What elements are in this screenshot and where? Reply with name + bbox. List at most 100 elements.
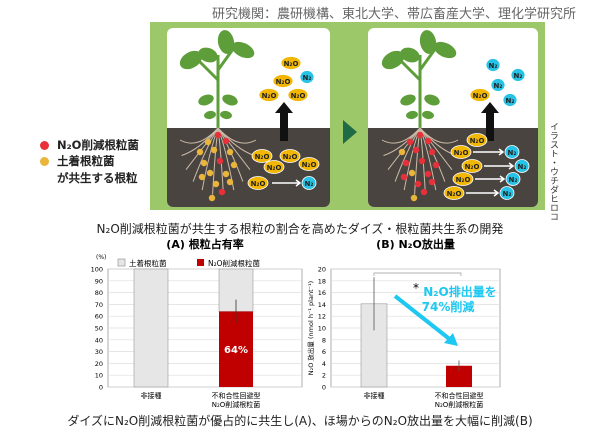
yellow-nodule bbox=[204, 138, 212, 146]
leaf bbox=[400, 47, 420, 63]
molecule-bubble bbox=[504, 145, 520, 159]
y-tick-label: 16 bbox=[318, 289, 326, 297]
red-nodule bbox=[218, 188, 226, 196]
molecule-bubble bbox=[247, 176, 269, 190]
red-nodule bbox=[406, 138, 414, 146]
root bbox=[419, 127, 453, 171]
x-tick-label: N₂O削減根粒菌 bbox=[212, 400, 261, 409]
annotation-line1: N₂O排出量を bbox=[423, 284, 497, 299]
y-tick-label: 0 bbox=[322, 384, 326, 392]
molecule-label: N₂O bbox=[267, 164, 282, 172]
y-tick-label: 10 bbox=[318, 325, 326, 333]
y-tick-label: 30 bbox=[95, 348, 103, 356]
conversion-arrow-icon bbox=[473, 148, 505, 156]
y-tick-label: 8 bbox=[322, 336, 326, 344]
leaf bbox=[422, 110, 434, 120]
significance-marker: * bbox=[413, 281, 419, 295]
legend-swatch-native bbox=[117, 258, 126, 267]
yellow-nodule bbox=[210, 146, 218, 154]
molecule-label: N₂ bbox=[509, 176, 518, 184]
y-tick-label: 20 bbox=[95, 360, 103, 368]
n2-molecule: N₂ bbox=[510, 68, 526, 82]
n2o-molecule: N₂O bbox=[279, 149, 301, 163]
n2o-molecule: N₂O bbox=[450, 145, 472, 159]
conversion-arrow-icon bbox=[466, 189, 500, 197]
bar bbox=[446, 365, 472, 387]
y-tick-label: 100 bbox=[91, 266, 103, 274]
molecule-bubble bbox=[502, 93, 518, 107]
yellow-nodule bbox=[230, 161, 238, 169]
n2o-molecule: N₂O bbox=[469, 88, 491, 102]
x-tick-label: 不和合性回避型 bbox=[435, 391, 484, 400]
legend-suffix: が共生する根粒 bbox=[57, 171, 138, 185]
n2o-molecule: N₂O bbox=[287, 88, 309, 102]
red-dot-icon bbox=[40, 141, 49, 150]
y-tick-label: 4 bbox=[322, 360, 326, 368]
molecule-bubble bbox=[272, 74, 294, 88]
n2-molecule: N₂ bbox=[505, 172, 521, 186]
legend-yellow-label: 土着根粒菌 bbox=[57, 154, 115, 168]
molecule-bubble bbox=[298, 157, 320, 171]
n2o-molecule: N₂O bbox=[263, 160, 285, 174]
legend-label-n2o: N₂O削減根粒菌 bbox=[208, 258, 261, 268]
leaf bbox=[424, 94, 440, 106]
conversion-arrow-icon bbox=[475, 175, 506, 183]
y-tick-label: 40 bbox=[95, 336, 103, 344]
red-nodule bbox=[420, 188, 428, 196]
leaf bbox=[198, 94, 214, 106]
leaf bbox=[406, 110, 418, 120]
molecule-label: N₂ bbox=[494, 82, 503, 90]
y-tick-label: 2 bbox=[322, 372, 326, 380]
organizations-credit: 研究機関：農研機構、東北大学、帯広畜産大学、理化学研究所 bbox=[211, 7, 576, 22]
red-nodule bbox=[412, 146, 420, 154]
red-nodule bbox=[424, 137, 432, 145]
y-tick-label: 90 bbox=[95, 277, 103, 285]
n2o-molecule: N₂O bbox=[258, 88, 280, 102]
y-axis-label: N₂O 放出量 (nmol h⁻¹ plant⁻¹) bbox=[306, 281, 315, 375]
n2o-molecule: N₂O bbox=[443, 186, 465, 200]
molecule-label: N₂O bbox=[473, 92, 488, 100]
emission-arrow-icon bbox=[275, 102, 293, 141]
molecule-bubble bbox=[499, 186, 515, 200]
soybean-plant bbox=[179, 30, 257, 202]
yellow-dot-icon bbox=[40, 157, 49, 166]
n2-molecule: N₂ bbox=[502, 93, 518, 107]
molecule-label: N₂ bbox=[514, 72, 523, 80]
red-nodule bbox=[416, 131, 424, 139]
molecule-bubble bbox=[490, 78, 506, 92]
yellow-nodule bbox=[200, 159, 208, 167]
data-label: 64% bbox=[224, 345, 248, 356]
molecule-bubble bbox=[263, 160, 285, 174]
red-nodule bbox=[428, 178, 436, 186]
annotation-line2: 74%削減 bbox=[422, 299, 475, 314]
leaf bbox=[220, 110, 232, 120]
molecule-label: N₂O bbox=[470, 137, 485, 145]
legend-swatch-n2o bbox=[197, 259, 204, 266]
root bbox=[394, 127, 421, 182]
yellow-nodule bbox=[410, 194, 418, 202]
leaf bbox=[198, 47, 218, 63]
y-tick-label: 6 bbox=[322, 348, 326, 356]
legend-red-label: N₂O削減根粒菌 bbox=[57, 138, 139, 152]
chart-a: (A) 根粒占有率0102030405060708090100非接種不和合性回避… bbox=[91, 237, 303, 409]
n2o-molecule: N₂O bbox=[298, 157, 320, 171]
n2-molecule: N₂ bbox=[499, 186, 515, 200]
n2-molecule: N₂ bbox=[514, 159, 530, 173]
molecule-label: N₂ bbox=[305, 180, 314, 188]
molecule-bubble bbox=[466, 133, 488, 147]
conversion-arrow-icon bbox=[272, 179, 302, 187]
bar-native-rhizobia bbox=[133, 268, 169, 388]
molecule-label: N₂O bbox=[291, 92, 306, 100]
yellow-nodule bbox=[206, 169, 214, 177]
yellow-nodule bbox=[198, 173, 206, 181]
n2o-molecule: N₂O bbox=[280, 56, 302, 70]
legend-label-native: 土着根粒菌 bbox=[129, 258, 167, 268]
leaf bbox=[400, 94, 416, 106]
molecule-label: N₂O bbox=[262, 92, 277, 100]
molecule-label: N₂ bbox=[489, 62, 498, 70]
reduction-arrow-icon bbox=[393, 294, 454, 343]
leaf bbox=[381, 50, 405, 70]
y-tick-label: 20 bbox=[318, 266, 326, 274]
caption-bottom: ダイズにN₂O削減根粒菌が優占的に共生し(A)、ほ場からのN₂O放出量を大幅に削… bbox=[67, 414, 533, 428]
